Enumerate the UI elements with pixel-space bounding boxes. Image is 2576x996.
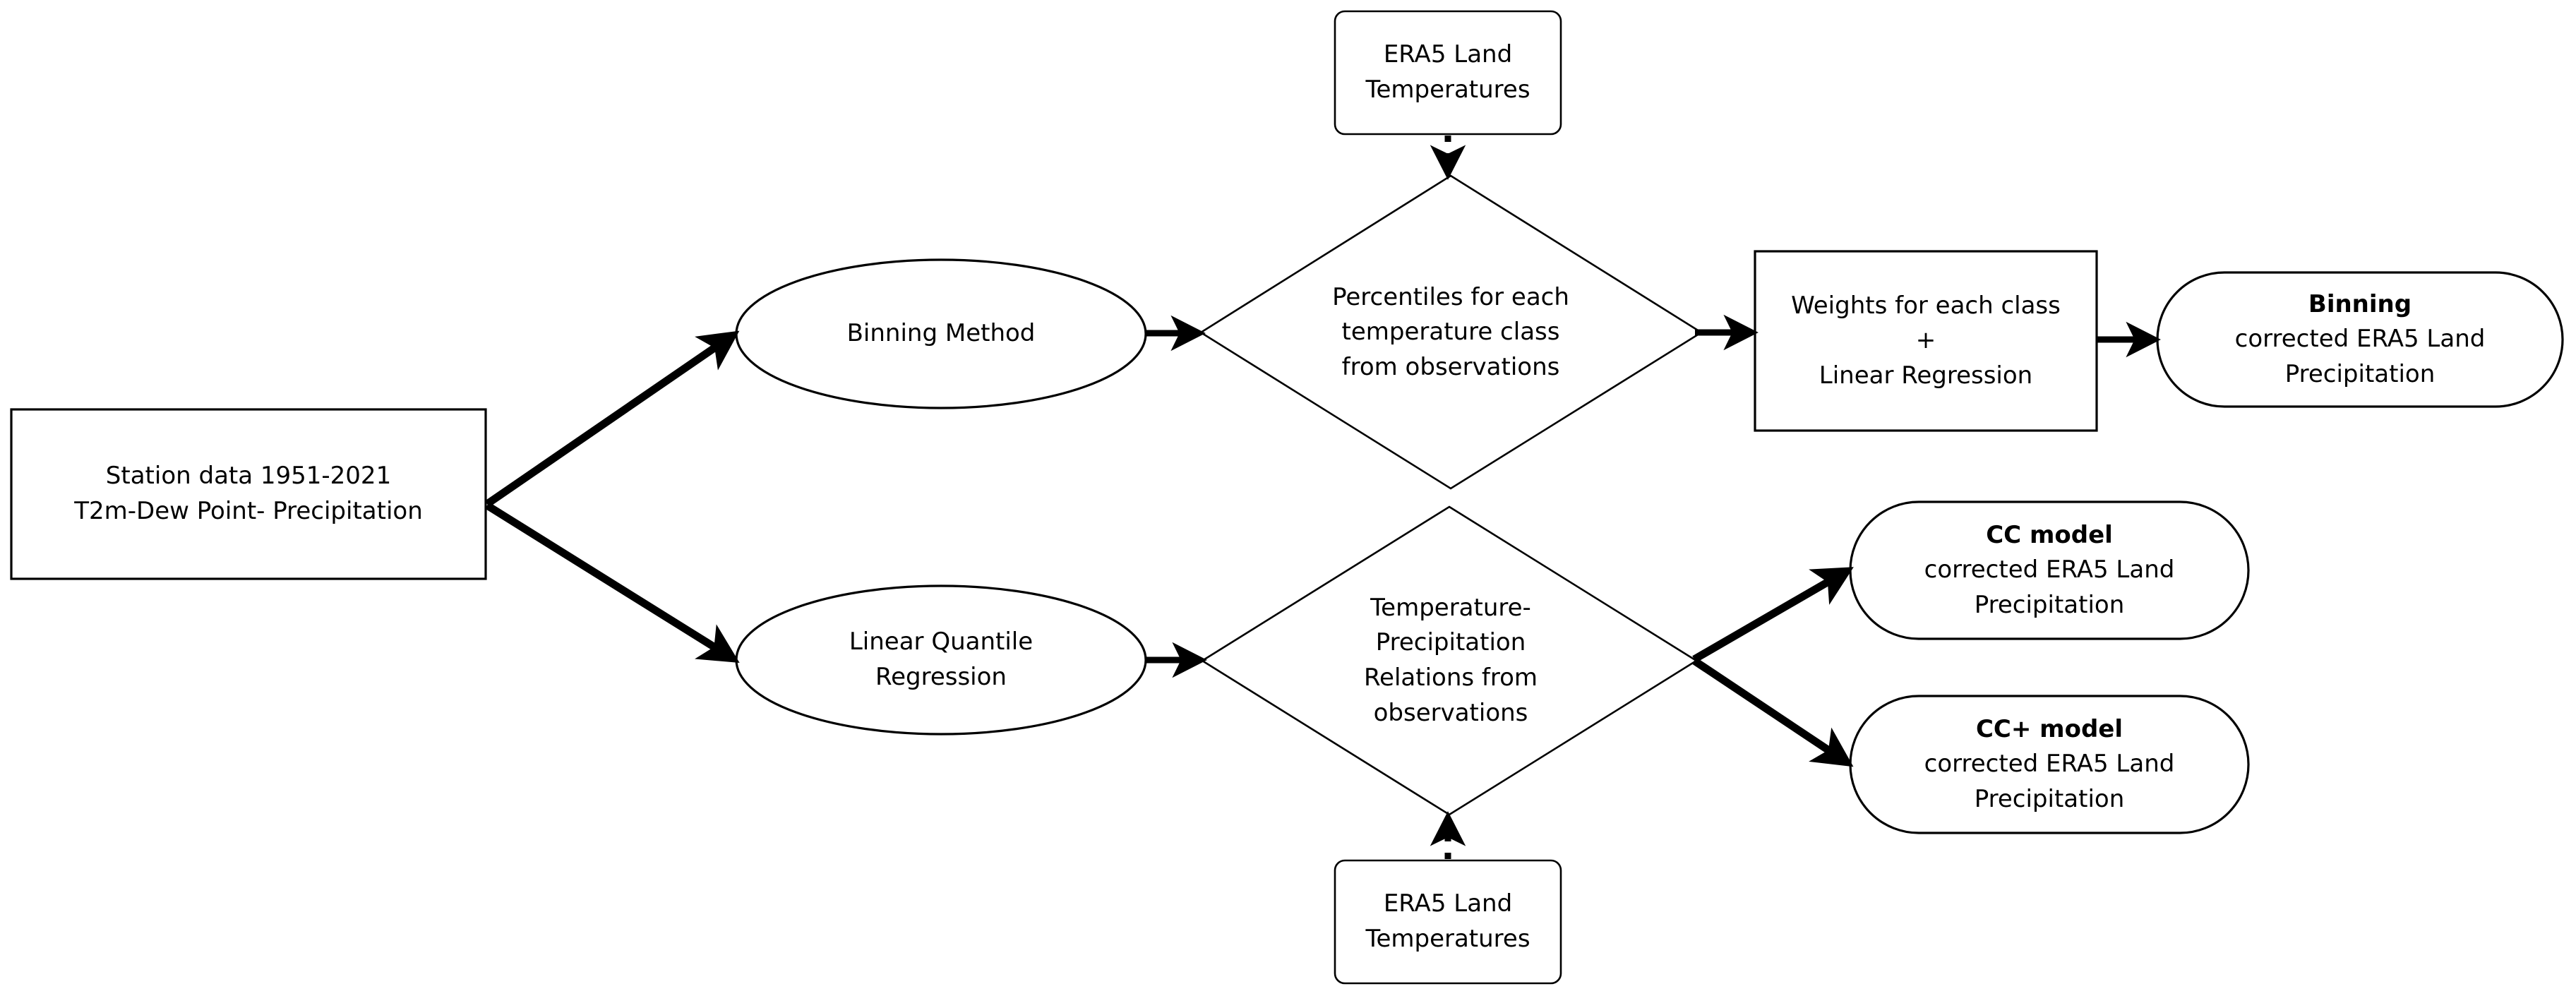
node-weights-regression-shape bbox=[1754, 250, 2098, 432]
node-cc-model-output-shape bbox=[1849, 500, 2250, 640]
node-binning-output-shape bbox=[2156, 271, 2564, 408]
edge-station-to-lqr bbox=[485, 502, 740, 664]
node-era5-bottom-shape bbox=[1334, 859, 1562, 985]
node-relations-diamond-shape bbox=[1200, 505, 1699, 816]
node-station-data-shape bbox=[10, 408, 487, 580]
node-linear-quantile-regression-shape bbox=[735, 584, 1147, 736]
edge-station-to-binning bbox=[484, 330, 740, 508]
node-cc-plus-model-output-shape bbox=[1849, 695, 2250, 834]
node-era5-top-shape bbox=[1334, 10, 1562, 136]
node-percentiles-diamond-shape bbox=[1199, 174, 1703, 490]
node-binning-method-shape bbox=[735, 258, 1147, 409]
edge-relations-to-cc bbox=[1692, 567, 1854, 663]
edge-relations-to-ccplus bbox=[1691, 657, 1854, 767]
